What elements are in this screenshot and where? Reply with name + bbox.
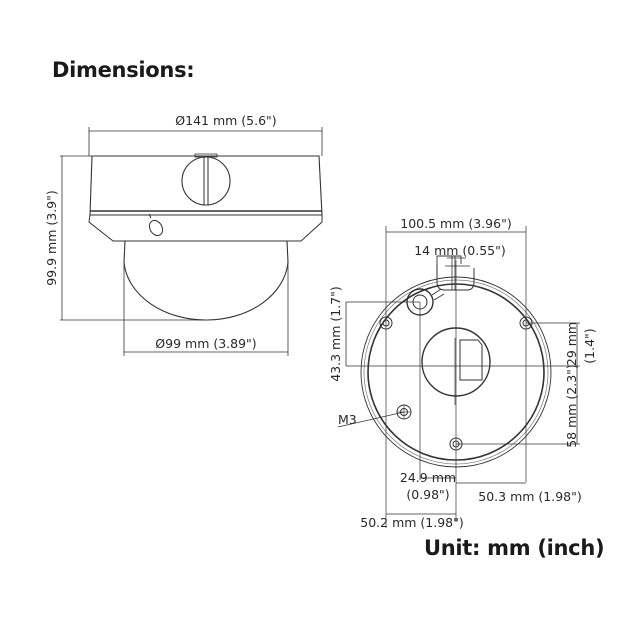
dim-left-offset-a: 24.9 mm bbox=[400, 470, 456, 485]
dim-right-offset: 50.3 mm (1.98") bbox=[478, 489, 581, 504]
dim-height: 99.9 mm (3.9") bbox=[44, 190, 59, 286]
dim-right-upper-a: 29 mm bbox=[564, 322, 579, 366]
dim-right-lower: 58 mm (2.3") bbox=[564, 364, 579, 448]
dim-top-width: Ø141 mm (5.6") bbox=[175, 113, 276, 128]
page-title: Dimensions: bbox=[52, 58, 195, 82]
dim-slot-width: 14 mm (0.55") bbox=[414, 243, 506, 258]
dim-right-upper-b: (1.4") bbox=[582, 328, 597, 363]
bottom-view bbox=[337, 226, 580, 528]
dim-left-total: 50.2 mm (1.98") bbox=[360, 515, 463, 530]
dim-overall-width: 100.5 mm (3.96") bbox=[400, 216, 511, 231]
dim-left-offset-b: (0.98") bbox=[406, 487, 449, 502]
dim-upper-offset: 43.3 mm (1.7") bbox=[328, 286, 343, 382]
unit-label: Unit: mm (inch) bbox=[424, 536, 605, 560]
screw-label: M3 bbox=[338, 412, 357, 427]
dim-dome-width: Ø99 mm (3.89") bbox=[155, 336, 256, 351]
side-view bbox=[60, 127, 323, 356]
